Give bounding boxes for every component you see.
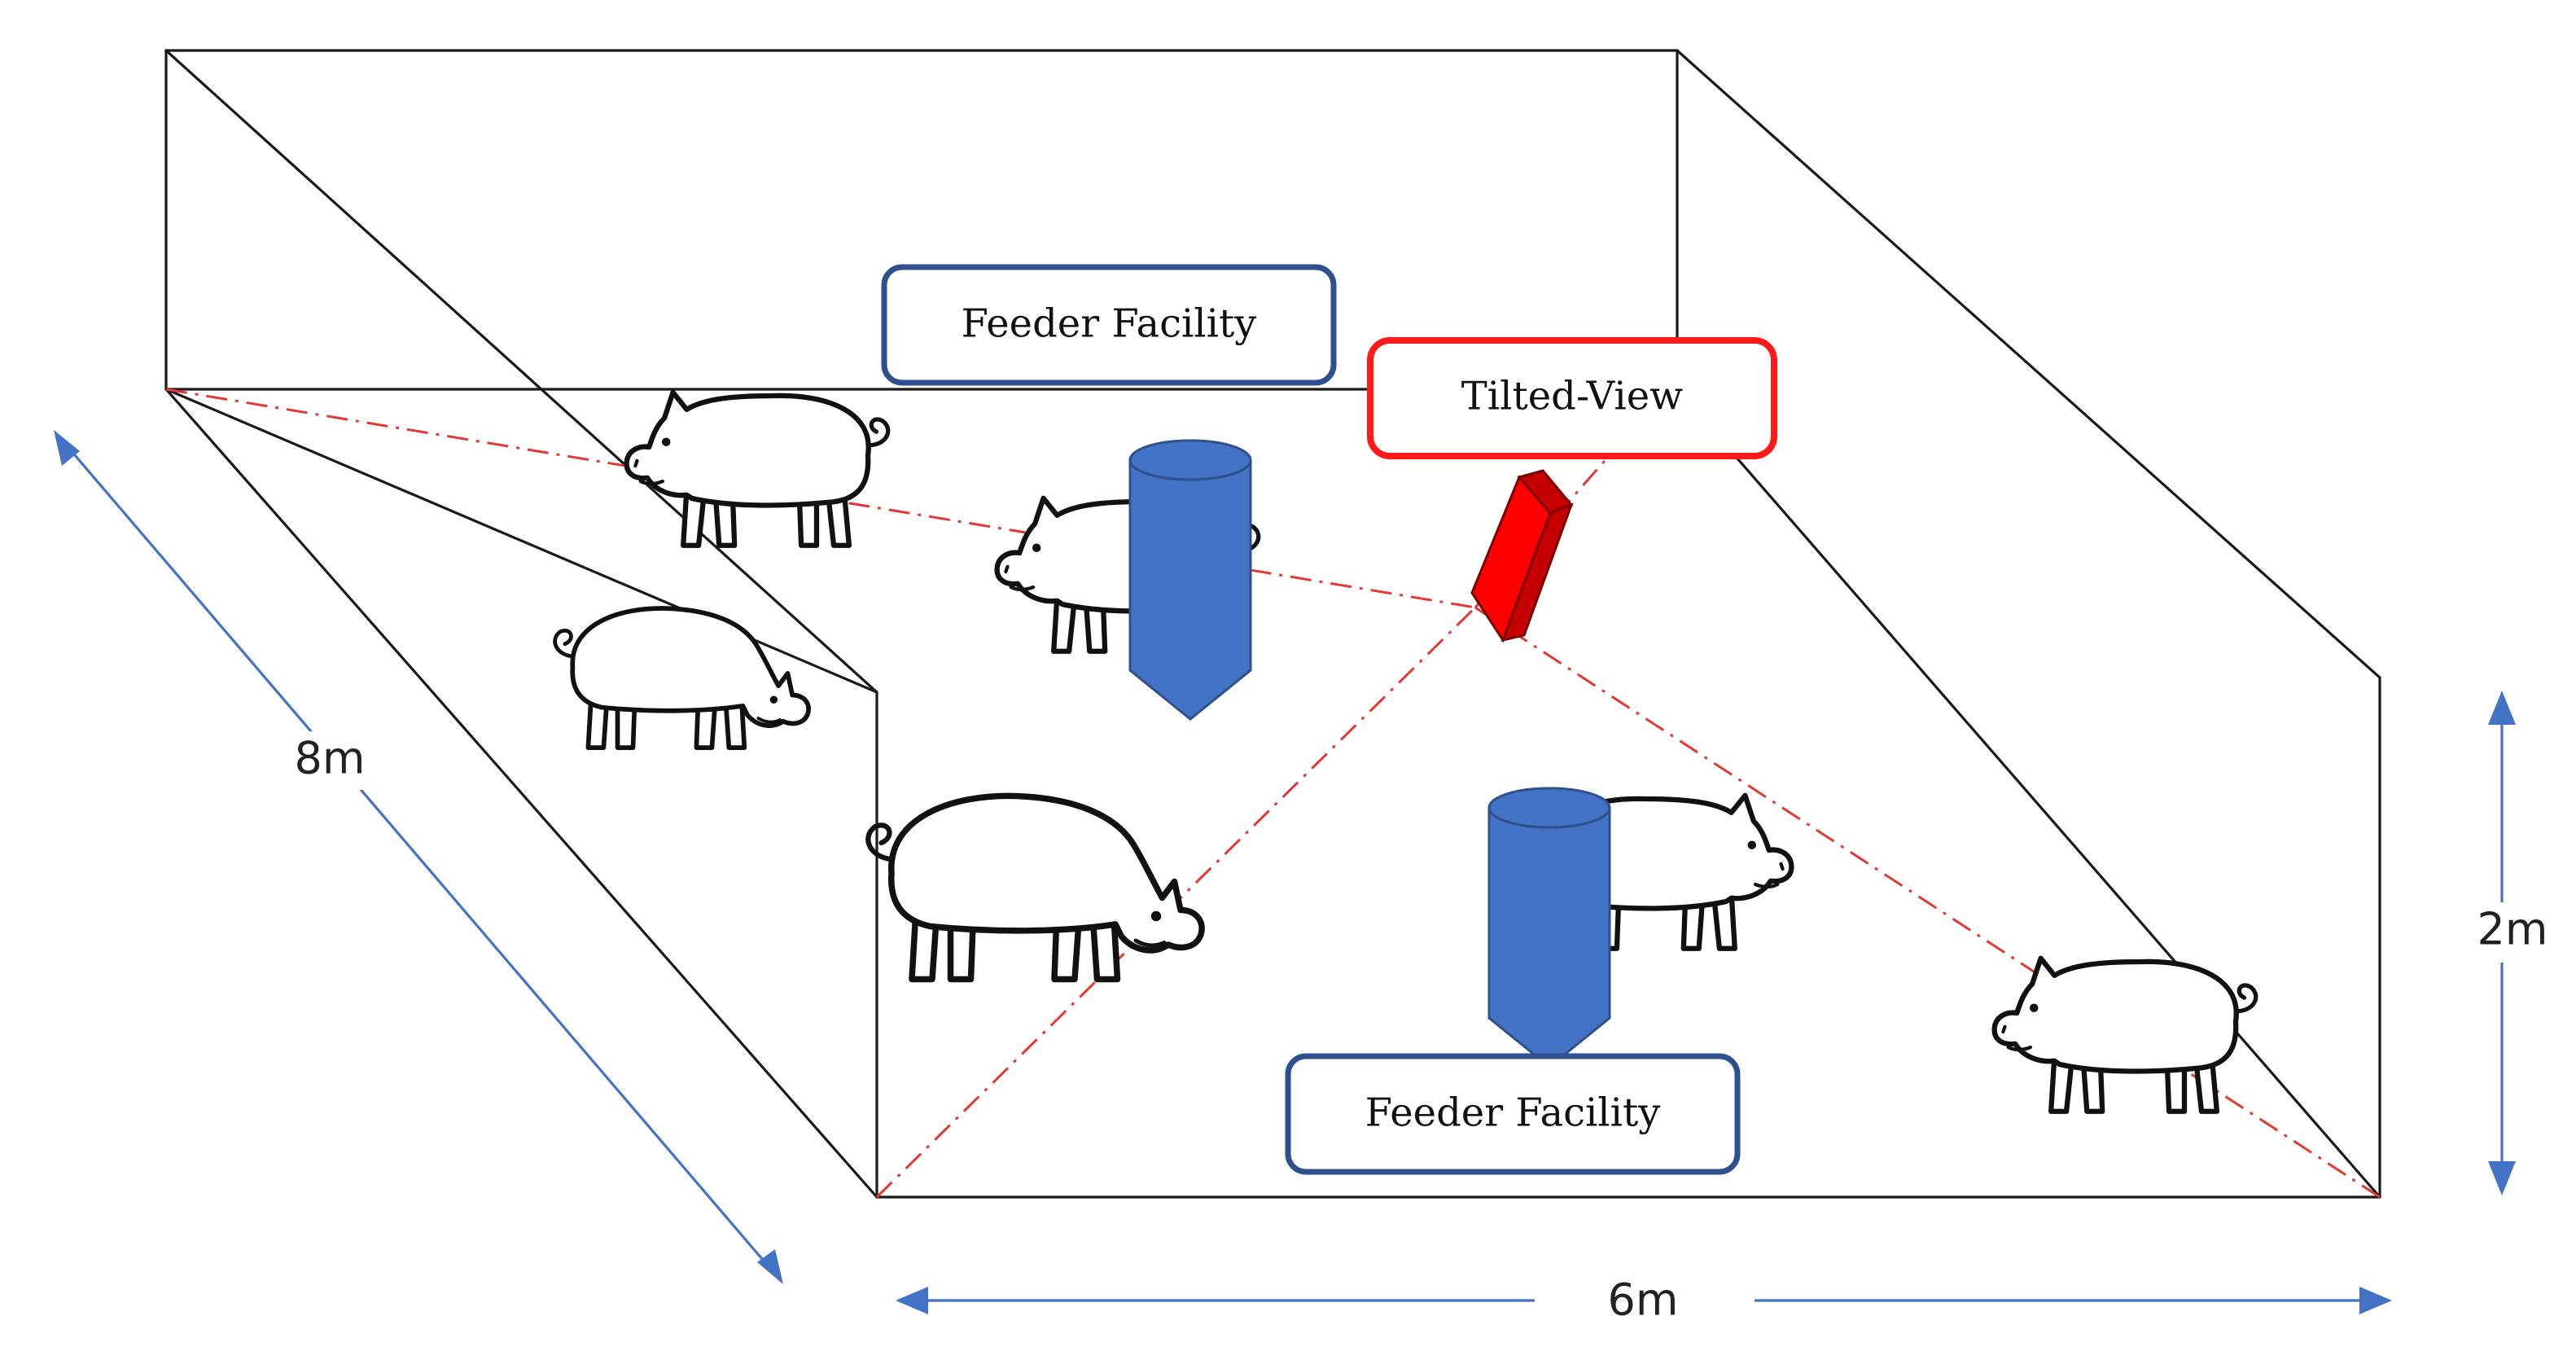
height-dimension: 2m — [2477, 691, 2548, 1195]
feeder-label-top: Feeder Facility — [881, 264, 1337, 386]
depth-label: 8m — [295, 733, 366, 784]
feeder-top-front — [1128, 439, 1252, 721]
camera-label: Tilted-View — [1367, 337, 1777, 459]
pig-icon — [1995, 958, 2256, 1112]
svg-text:Tilted-View: Tilted-View — [1461, 374, 1684, 419]
camera-view-rays — [165, 388, 2381, 1199]
pen-frame — [164, 49, 2381, 1199]
svg-text:Feeder Facility: Feeder Facility — [962, 301, 1257, 347]
camera-icon — [1470, 469, 1574, 643]
height-label: 2m — [2477, 904, 2548, 955]
feeder-bottom-front — [1487, 787, 1611, 1068]
depth-dimension: 8m — [54, 430, 783, 1284]
pigs — [555, 393, 2256, 1112]
pig-icon — [627, 393, 888, 546]
width-dimension: 6m — [896, 1274, 2392, 1326]
width-label: 6m — [1608, 1274, 1679, 1326]
pig-icon — [868, 796, 1202, 979]
feeder-label-bottom: Feeder Facility — [1285, 1053, 1741, 1175]
svg-text:Feeder Facility: Feeder Facility — [1365, 1090, 1661, 1136]
pig-icon — [555, 608, 808, 748]
